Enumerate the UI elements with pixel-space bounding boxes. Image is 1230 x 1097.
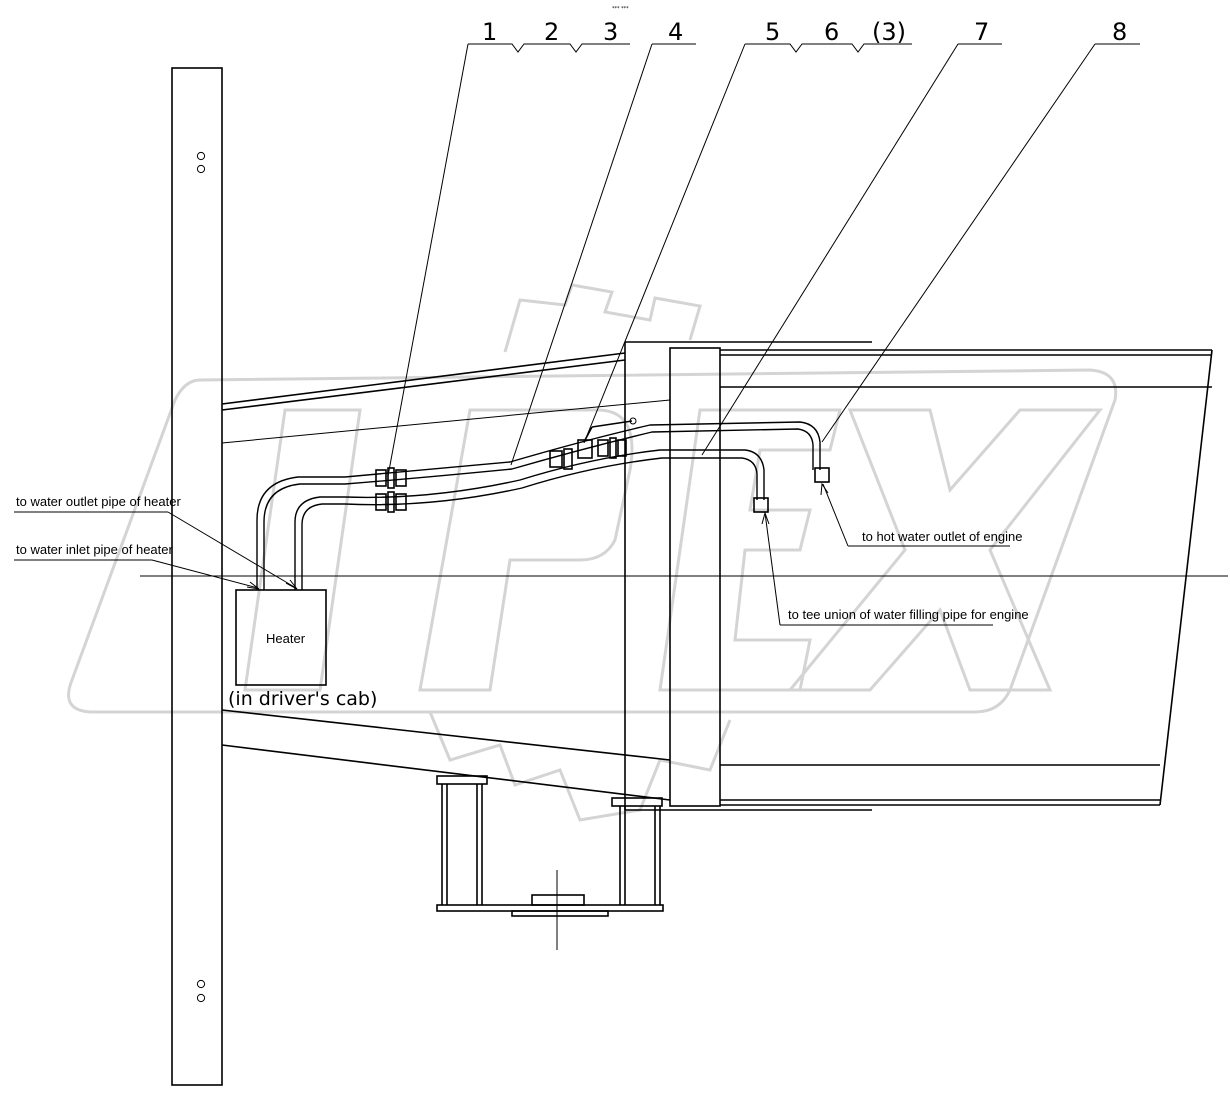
- note-water-inlet-heater: to water inlet pipe of heater: [16, 542, 173, 557]
- callout-3: 3: [603, 18, 618, 46]
- callout-6: 6: [824, 18, 839, 46]
- cab-label: (in driver's cab): [228, 688, 377, 710]
- note-water-outlet-heater: to water outlet pipe of heater: [16, 494, 181, 509]
- callouts: 1 2 3 4 5 6 (3) 7 8: [387, 18, 1140, 477]
- top-mark: *** ***: [612, 6, 629, 12]
- callout-5: 5: [765, 18, 780, 46]
- notes: to water outlet pipe of heater to water …: [14, 482, 1029, 626]
- note-hot-water-outlet-engine: to hot water outlet of engine: [862, 529, 1022, 544]
- support-bracket: [436, 775, 664, 950]
- callout-7: 7: [974, 18, 989, 46]
- callout-6-qty: (3): [872, 18, 906, 46]
- heater-label: Heater: [266, 631, 306, 646]
- heater-pipes: [256, 421, 821, 590]
- chassis-frame: [221, 341, 1213, 811]
- opex-watermark: [67, 283, 1118, 822]
- pipe-fittings: [375, 417, 830, 513]
- callout-4: 4: [668, 18, 683, 46]
- callout-1: 1: [482, 18, 497, 46]
- callout-8: 8: [1112, 18, 1127, 46]
- heater-box: [235, 589, 327, 686]
- note-tee-union-engine: to tee union of water filling pipe for e…: [788, 607, 1029, 622]
- callout-2: 2: [544, 18, 559, 46]
